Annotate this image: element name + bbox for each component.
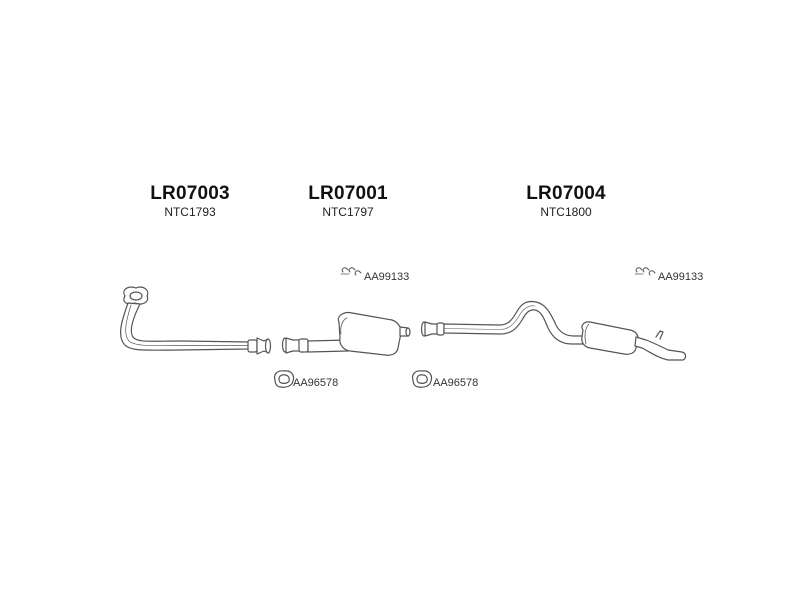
gasket-ring-icon[interactable] <box>411 370 433 388</box>
clamp-bolt-icon[interactable] <box>634 267 656 276</box>
part-number-front-pipe[interactable]: LR07003 <box>150 183 230 204</box>
fitting-label-gasket-2[interactable]: AA96578 <box>433 377 479 389</box>
clamp-bolt-icon[interactable] <box>340 267 362 276</box>
section-front-pipe: LR07003 NTC1793 <box>140 183 240 219</box>
gasket-ring-icon[interactable] <box>273 370 295 388</box>
center-silencer-part[interactable] <box>281 311 411 356</box>
fitting-label-gasket-1[interactable]: AA96578 <box>293 377 339 389</box>
front-pipe-part[interactable] <box>120 286 272 355</box>
part-number-center-silencer[interactable]: LR07001 <box>308 183 388 204</box>
fitting-label-clamp-1[interactable]: AA99133 <box>364 271 410 283</box>
sub-number-front-pipe: NTC1793 <box>164 205 216 219</box>
part-number-rear-silencer[interactable]: LR07004 <box>526 183 606 204</box>
sub-number-rear-silencer: NTC1800 <box>540 205 592 219</box>
fitting-label-clamp-2[interactable]: AA99133 <box>658 271 704 283</box>
section-rear-silencer: LR07004 NTC1800 <box>516 183 616 219</box>
section-center-silencer: LR07001 NTC1797 <box>298 183 398 219</box>
rear-silencer-part[interactable] <box>420 300 687 361</box>
sub-number-center-silencer: NTC1797 <box>322 205 374 219</box>
